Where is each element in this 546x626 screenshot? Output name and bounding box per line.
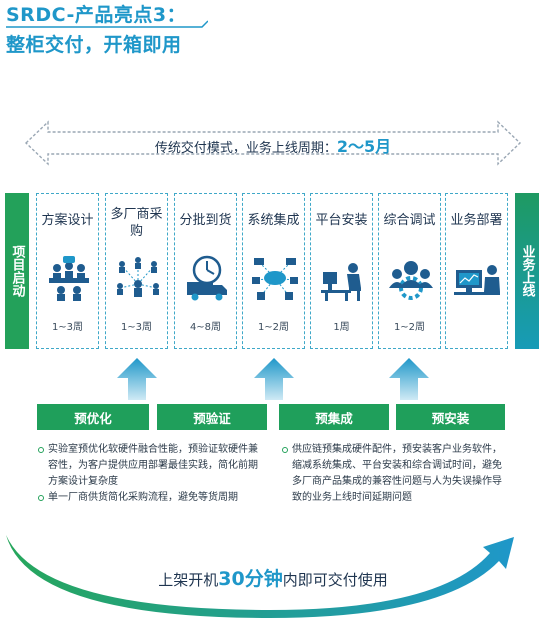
monitor-operator-icon [454,265,500,295]
step-duration: 1~2周 [393,322,426,333]
step-duration: 1~3周 [120,322,153,333]
step-name: 综合调试 [383,213,436,228]
step-name: 平台安装 [315,213,368,228]
step-duration: 4~8周 [189,322,222,333]
traditional-period: 2～5月 [336,137,392,156]
pre-optimize-label: 预优化 [37,404,149,430]
step-integrated-debug: 综合调试 1~2周 [378,193,441,349]
page-title-line1: SRDC-产品亮点3： [6,4,187,26]
bullet-dot [38,495,44,501]
project-start-bar: 项目启动 [5,193,29,349]
step-duration: 1~2周 [257,322,290,333]
business-online-label: 业务上线 [519,245,535,297]
up-arrow-icon [254,358,294,400]
bullet-text: 单一厂商供货简化采购流程，避免等货周期 [48,492,238,503]
team-gear-icon [389,261,433,300]
step-name: 分批到货 [179,213,232,228]
step-name: 方案设计 [41,213,94,228]
bottom-delivery-text: 上架开机30分钟内即可交付使用 [0,564,546,591]
step-system-integration: 系统集成 1~2周 [242,193,305,349]
up-arrow-icon [389,358,429,400]
up-arrow-icon [117,358,157,400]
bullet-text: 实验室预优化软硬件融合性能，预验证软硬件兼容性，为客户提供应用部署最佳实践，简化… [48,444,258,487]
project-start-label: 项目启动 [9,245,25,297]
bullet-item: 单一厂商供货简化采购流程，避免等货周期 [37,490,267,506]
bullet-dot [38,447,44,453]
bullet-item: 实验室预优化软硬件融合性能，预验证软硬件兼容性，为客户提供应用部署最佳实践，简化… [37,442,267,490]
traditional-mode-text: 传统交付模式，业务上线周期：2～5月 [0,133,546,157]
pre-verify-label: 预验证 [157,404,267,430]
bottom-highlight: 30分钟 [218,568,283,590]
left-bullet-list: 实验室预优化软硬件融合性能，预验证软硬件兼容性，为客户提供应用部署最佳实践，简化… [37,442,267,506]
step-duration: 1周 [333,322,350,333]
bottom-prefix: 上架开机 [158,571,219,589]
right-bullet-list: 供应链预集成硬件配件，预安装客户业务软件，缩减系统集成、平台安装和综合调试时间，… [281,442,507,506]
cloud-integration-icon [252,258,298,300]
bullet-text: 供应链预集成硬件配件，预安装客户业务软件，缩减系统集成、平台安装和综合调试时间，… [292,444,502,503]
step-platform-install: 平台安装 1周 [310,193,373,349]
step-duration: 1~3周 [51,322,84,333]
install-desk-icon [321,263,361,301]
bullet-dot [282,447,288,453]
step-business-deploy: 业务部署 [445,193,508,349]
page-title-line2: 整柜交付，开箱即用 [6,34,182,56]
business-online-bar: 业务上线 [515,193,539,349]
pre-integrate-label: 预集成 [279,404,389,430]
traditional-mode-arrow [24,120,522,166]
step-batch-delivery: 分批到货 4~8周 [174,193,237,349]
step-name: 多厂商采购 [110,207,163,239]
step-name: 系统集成 [247,213,300,228]
bottom-suffix: 内即可交付使用 [282,571,388,589]
traditional-prefix: 传统交付模式，业务上线周期： [154,141,337,156]
bullet-item: 供应链预集成硬件配件，预安装客户业务软件，缩减系统集成、平台安装和综合调试时间，… [281,442,507,506]
step-solution-design: 方案设计 1~3周 [36,193,99,349]
delivery-truck-icon [187,255,227,301]
title-underline [6,20,208,28]
pre-install-label: 预安装 [396,404,505,430]
vendor-network-icon [117,257,159,297]
meeting-icon [49,256,89,301]
step-name: 业务部署 [450,213,503,228]
step-multi-vendor-procurement: 多厂商采购 1~3周 [105,193,168,349]
